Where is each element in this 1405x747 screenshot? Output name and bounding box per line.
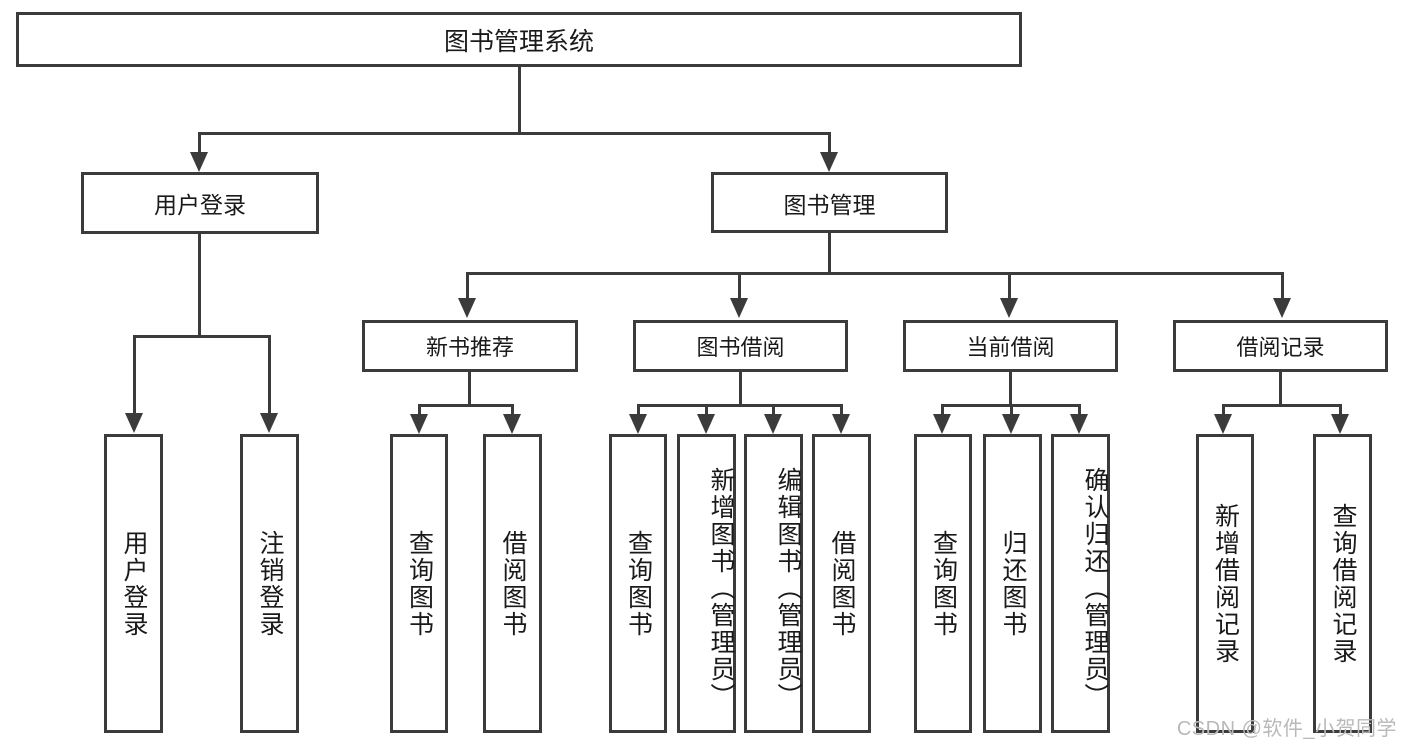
connector-borrow-record-branch-2 bbox=[1339, 404, 1342, 416]
connector-book-borrow-branch-3 bbox=[772, 404, 775, 416]
connector-book-mgmt-bus bbox=[466, 272, 1284, 275]
leaf-label: 查询图书 bbox=[405, 529, 434, 638]
connector-new-book-bus bbox=[418, 404, 513, 407]
connector-root-to-book-mgmt bbox=[828, 132, 831, 154]
connector-book-mgmt-branch-2 bbox=[738, 272, 741, 300]
connector-new-book-branch-2 bbox=[511, 404, 514, 416]
leaf-borrow-record-add-record[interactable]: 新增借阅记录 bbox=[1196, 434, 1254, 733]
arrowhead-borrow-record-leaf-2 bbox=[1331, 414, 1349, 434]
leaf-label: 编辑图书（管理员） bbox=[774, 467, 802, 710]
node-label: 借阅记录 bbox=[1236, 335, 1325, 360]
connector-book-mgmt-branch-3 bbox=[1008, 272, 1011, 300]
leaf-book-borrow-add-book-admin[interactable]: 新增图书（管理员） bbox=[677, 434, 736, 733]
node-book-management[interactable]: 图书管理 bbox=[711, 172, 948, 233]
connector-current-borrow-branch-2 bbox=[1010, 404, 1013, 416]
arrowhead-user-login-leaf-1 bbox=[125, 413, 143, 433]
arrowhead-book-borrow-leaf-2 bbox=[697, 414, 715, 434]
connector-book-borrow-bus bbox=[637, 404, 842, 407]
connector-root-bus bbox=[198, 132, 831, 135]
leaf-label: 归还图书 bbox=[999, 529, 1027, 638]
leaf-label: 查询图书 bbox=[624, 529, 653, 638]
leaf-new-book-query-book[interactable]: 查询图书 bbox=[390, 434, 448, 733]
leaf-label: 借阅图书 bbox=[828, 529, 856, 638]
arrowhead-new-book-leaf-2 bbox=[503, 414, 521, 434]
connector-book-mgmt-stem bbox=[828, 233, 831, 272]
arrowhead-book-mgmt-child-1 bbox=[458, 298, 476, 318]
arrowhead-new-book-leaf-1 bbox=[410, 414, 428, 434]
arrowhead-book-borrow-leaf-4 bbox=[832, 414, 850, 434]
arrowhead-borrow-record-leaf-1 bbox=[1214, 414, 1232, 434]
arrowhead-root-to-user-login bbox=[190, 152, 208, 172]
node-book-borrow[interactable]: 图书借阅 bbox=[633, 320, 848, 372]
watermark: CSDN @软件_小贺同学 bbox=[1176, 718, 1397, 740]
leaf-borrow-record-query-record[interactable]: 查询借阅记录 bbox=[1313, 434, 1372, 733]
arrowhead-book-mgmt-child-2 bbox=[730, 298, 748, 318]
connector-user-login-branch-2 bbox=[268, 335, 271, 415]
arrowhead-current-borrow-leaf-2 bbox=[1002, 414, 1020, 434]
connector-borrow-record-branch-1 bbox=[1222, 404, 1225, 416]
leaf-label: 借阅图书 bbox=[499, 529, 527, 638]
leaf-new-book-borrow-book[interactable]: 借阅图书 bbox=[483, 434, 542, 733]
connector-book-borrow-branch-4 bbox=[840, 404, 843, 416]
connector-book-mgmt-branch-4 bbox=[1281, 272, 1284, 300]
node-label: 新书推荐 bbox=[425, 335, 514, 360]
connector-borrow-record-bus bbox=[1222, 404, 1342, 407]
leaf-current-borrow-confirm-return-admin[interactable]: 确认归还（管理员） bbox=[1051, 434, 1110, 733]
connector-current-borrow-branch-3 bbox=[1078, 404, 1081, 416]
connector-user-login-branch-1 bbox=[133, 335, 136, 415]
connector-book-borrow-branch-1 bbox=[637, 404, 640, 416]
leaf-label: 确认归还（管理员） bbox=[1081, 467, 1109, 710]
connector-book-mgmt-branch-1 bbox=[466, 272, 469, 300]
leaf-label: 新增图书（管理员） bbox=[707, 467, 735, 710]
node-label: 图书管理 bbox=[783, 191, 876, 218]
connector-new-book-stem bbox=[468, 372, 471, 404]
leaf-label: 注销登录 bbox=[256, 529, 284, 638]
connector-current-borrow-stem bbox=[1009, 372, 1012, 404]
arrowhead-root-to-book-mgmt bbox=[820, 152, 838, 172]
node-root-system[interactable]: 图书管理系统 bbox=[16, 12, 1022, 67]
arrowhead-book-mgmt-child-3 bbox=[1000, 298, 1018, 318]
connector-user-login-bus bbox=[133, 335, 271, 338]
connector-current-borrow-branch-1 bbox=[941, 404, 944, 416]
arrowhead-book-borrow-leaf-3 bbox=[764, 414, 782, 434]
leaf-current-borrow-return-book[interactable]: 归还图书 bbox=[983, 434, 1042, 733]
arrowhead-current-borrow-leaf-3 bbox=[1070, 414, 1088, 434]
node-new-book-recommend[interactable]: 新书推荐 bbox=[362, 320, 578, 372]
arrowhead-user-login-leaf-2 bbox=[260, 413, 278, 433]
node-user-login[interactable]: 用户登录 bbox=[81, 172, 319, 234]
connector-user-login-stem bbox=[198, 234, 201, 335]
connector-borrow-record-stem bbox=[1279, 372, 1282, 404]
connector-new-book-branch-1 bbox=[418, 404, 421, 416]
node-label: 图书管理系统 bbox=[443, 27, 594, 56]
connector-root-to-user-login bbox=[198, 132, 201, 154]
connector-book-borrow-stem bbox=[739, 372, 742, 404]
leaf-label: 查询借阅记录 bbox=[1329, 502, 1357, 665]
node-current-borrow[interactable]: 当前借阅 bbox=[903, 320, 1118, 372]
connector-root-stem bbox=[518, 67, 521, 132]
leaf-label: 用户登录 bbox=[120, 529, 148, 638]
leaf-current-borrow-query-book[interactable]: 查询图书 bbox=[914, 434, 972, 733]
arrowhead-current-borrow-leaf-1 bbox=[933, 414, 951, 434]
connector-book-borrow-branch-2 bbox=[705, 404, 708, 416]
arrowhead-book-mgmt-child-4 bbox=[1273, 298, 1291, 318]
leaf-user-login-login[interactable]: 用户登录 bbox=[104, 434, 163, 733]
leaf-book-borrow-query-book[interactable]: 查询图书 bbox=[609, 434, 667, 733]
leaf-label: 新增借阅记录 bbox=[1211, 502, 1240, 665]
node-label: 用户登录 bbox=[154, 192, 246, 218]
leaf-user-login-logout[interactable]: 注销登录 bbox=[240, 434, 299, 733]
arrowhead-book-borrow-leaf-1 bbox=[629, 414, 647, 434]
leaf-book-borrow-edit-book-admin[interactable]: 编辑图书（管理员） bbox=[744, 434, 803, 733]
node-label: 图书借阅 bbox=[696, 335, 785, 360]
leaf-label: 查询图书 bbox=[929, 529, 958, 638]
node-label: 当前借阅 bbox=[966, 335, 1055, 360]
leaf-book-borrow-borrow-book[interactable]: 借阅图书 bbox=[812, 434, 871, 733]
node-borrow-record[interactable]: 借阅记录 bbox=[1173, 320, 1388, 372]
